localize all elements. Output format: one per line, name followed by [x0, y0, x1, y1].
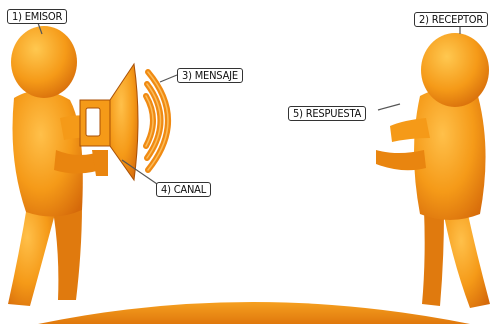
leader-lines — [37, 22, 461, 187]
floor-shape — [38, 302, 470, 324]
megaphone-icon — [79, 62, 139, 182]
label-emisor: 1) EMISOR — [7, 9, 68, 24]
label-receptor: 2) RECEPTOR — [414, 12, 489, 27]
sound-waves-highlight — [145, 71, 169, 171]
label-canal: 4) CANAL — [156, 182, 212, 197]
label-respuesta: 5) RESPUESTA — [288, 106, 367, 121]
label-mensaje: 3) MENSAJE — [177, 68, 243, 83]
person-receptor — [376, 33, 490, 308]
person-emisor — [8, 26, 106, 306]
